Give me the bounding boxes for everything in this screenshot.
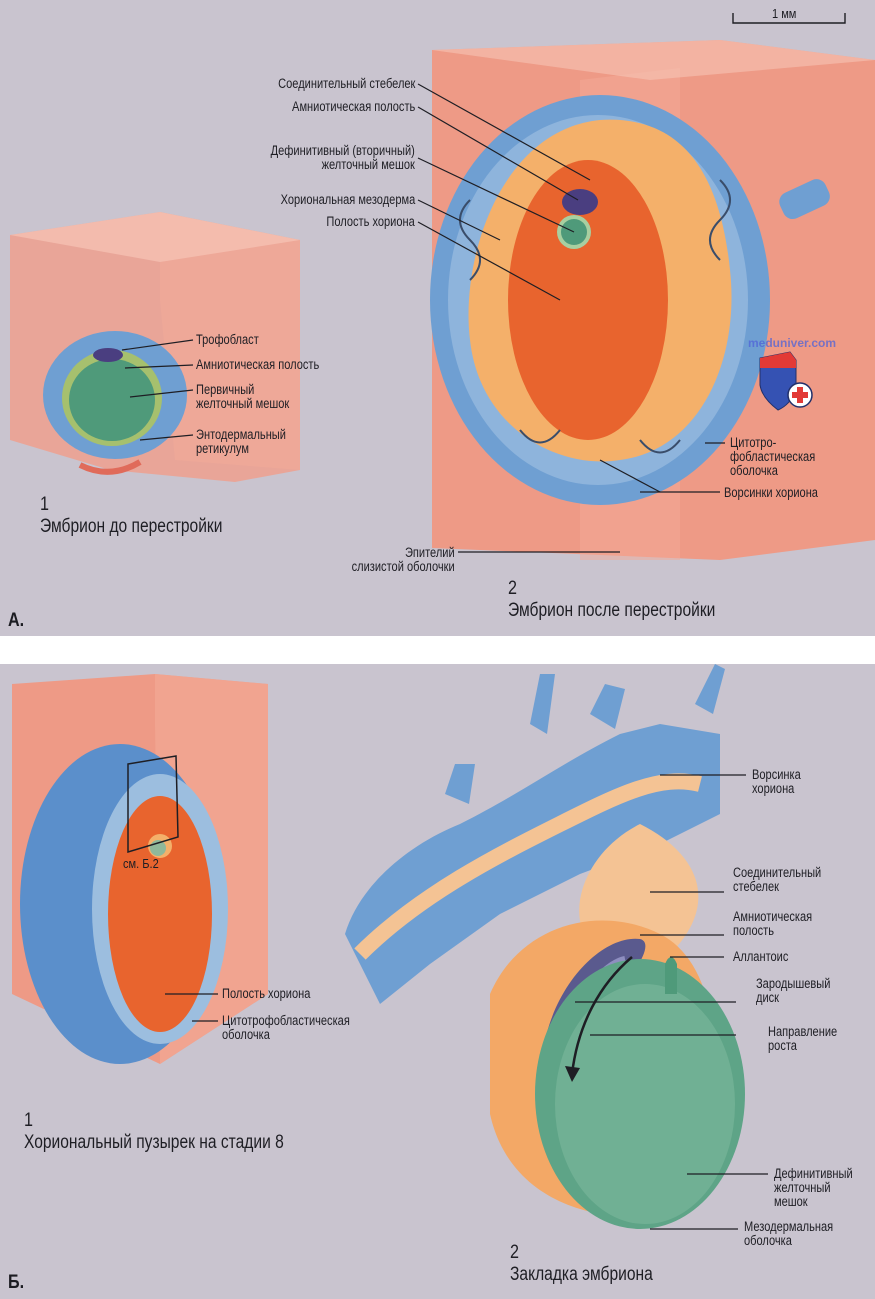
watermark-text: meduniver.com	[748, 336, 837, 350]
a1-label-trophoblast: Трофобласт	[196, 332, 259, 347]
a1-leader-lines	[121, 339, 194, 441]
b1-chorionic-vesicle	[20, 744, 228, 1064]
b2-label-growth-direction: Направление роста	[768, 1024, 838, 1053]
scale-bar	[732, 13, 846, 24]
b1-box-label: см. Б.2	[123, 856, 159, 871]
b2-label-mesodermal-shell: Мезодермальная оболочка	[744, 1219, 834, 1248]
b2-figure-number: 2	[510, 1242, 519, 1263]
panel-b-letter: Б.	[8, 1272, 25, 1293]
a2-label-chorionic-cavity: Полость хориона	[326, 214, 415, 229]
a1-label-amniotic-cavity: Амниотическая полость	[196, 357, 320, 372]
a2-label-chorionic-villi: Ворсинки хориона	[724, 485, 818, 500]
a2-leader-lines	[417, 83, 725, 553]
b2-label-allantois: Аллантоис	[733, 949, 789, 964]
b2-label-germ-disc: Зародышевый диск	[756, 976, 831, 1005]
a2-figure-title: Эмбрион после перестройки	[508, 600, 716, 621]
panel-a: 1 мм meduniver.com Трофобласт Амниотичес…	[0, 0, 875, 636]
b2-label-connecting-stalk: Соединительный стебелек	[733, 865, 822, 894]
b1-label-chorionic-cavity: Полость хориона	[222, 986, 311, 1001]
a2-label-definitive-yolk-sac: Дефинитивный (вторичный) желточный мешок	[270, 143, 415, 172]
b2-label-chorionic-villus: Ворсинка хориона	[752, 767, 801, 796]
panel-a-letter: А.	[8, 610, 25, 631]
b2-villi	[345, 664, 725, 1004]
a1-label-primary-yolk-sac: Первичный желточный мешок	[196, 382, 290, 411]
a1-embryo	[43, 331, 187, 475]
b2-label-definitive-yolk-sac: Дефинитивный желточный мешок	[774, 1166, 853, 1209]
b1-label-cytotrophoblastic-shell: Цитотрофобластическая оболочка	[222, 1013, 350, 1042]
a2-label-cytotrophoblastic-shell: Цитотро- фобластическая оболочка	[730, 435, 816, 478]
a2-label-mucosal-epithelium: Эпителий слизистой оболочки	[351, 545, 455, 574]
b1-figure-number: 1	[24, 1110, 33, 1131]
b2-label-amniotic-cavity: Амниотическая полость	[733, 909, 813, 938]
b2-yolk-sac	[535, 957, 745, 1229]
panel-b-illustration	[12, 664, 768, 1230]
a2-label-chorionic-mesoderm: Хориональная мезодерма	[280, 192, 415, 207]
a2-embryo	[430, 95, 830, 505]
panel-divider	[0, 636, 875, 664]
panel-b: см. Б.2 Полость хориона Цитотрофобластич…	[0, 664, 875, 1299]
b2-figure-title: Закладка эмбриона	[510, 1264, 653, 1285]
watermark-shield-icon	[759, 351, 813, 411]
a2-figure-number: 2	[508, 578, 517, 599]
a2-label-amniotic-cavity: Амниотическая полость	[291, 99, 415, 114]
b2-leader-lines	[575, 774, 768, 1230]
b2-growth-direction-arrow	[565, 956, 633, 1082]
panel-a-illustration	[10, 13, 875, 560]
b1-figure-title: Хориональный пузырек на стадии 8	[24, 1132, 284, 1153]
a1-label-endodermal-reticulum: Энтодермальный ретикулум	[196, 427, 286, 456]
b1-leader-lines	[165, 993, 218, 1022]
a1-figure-title: Эмбрион до перестройки	[40, 516, 223, 537]
scale-bar-label: 1 мм	[772, 6, 797, 21]
a2-label-connecting-stalk: Соединительный стебелек	[277, 76, 415, 91]
a1-figure-number: 1	[40, 494, 49, 515]
